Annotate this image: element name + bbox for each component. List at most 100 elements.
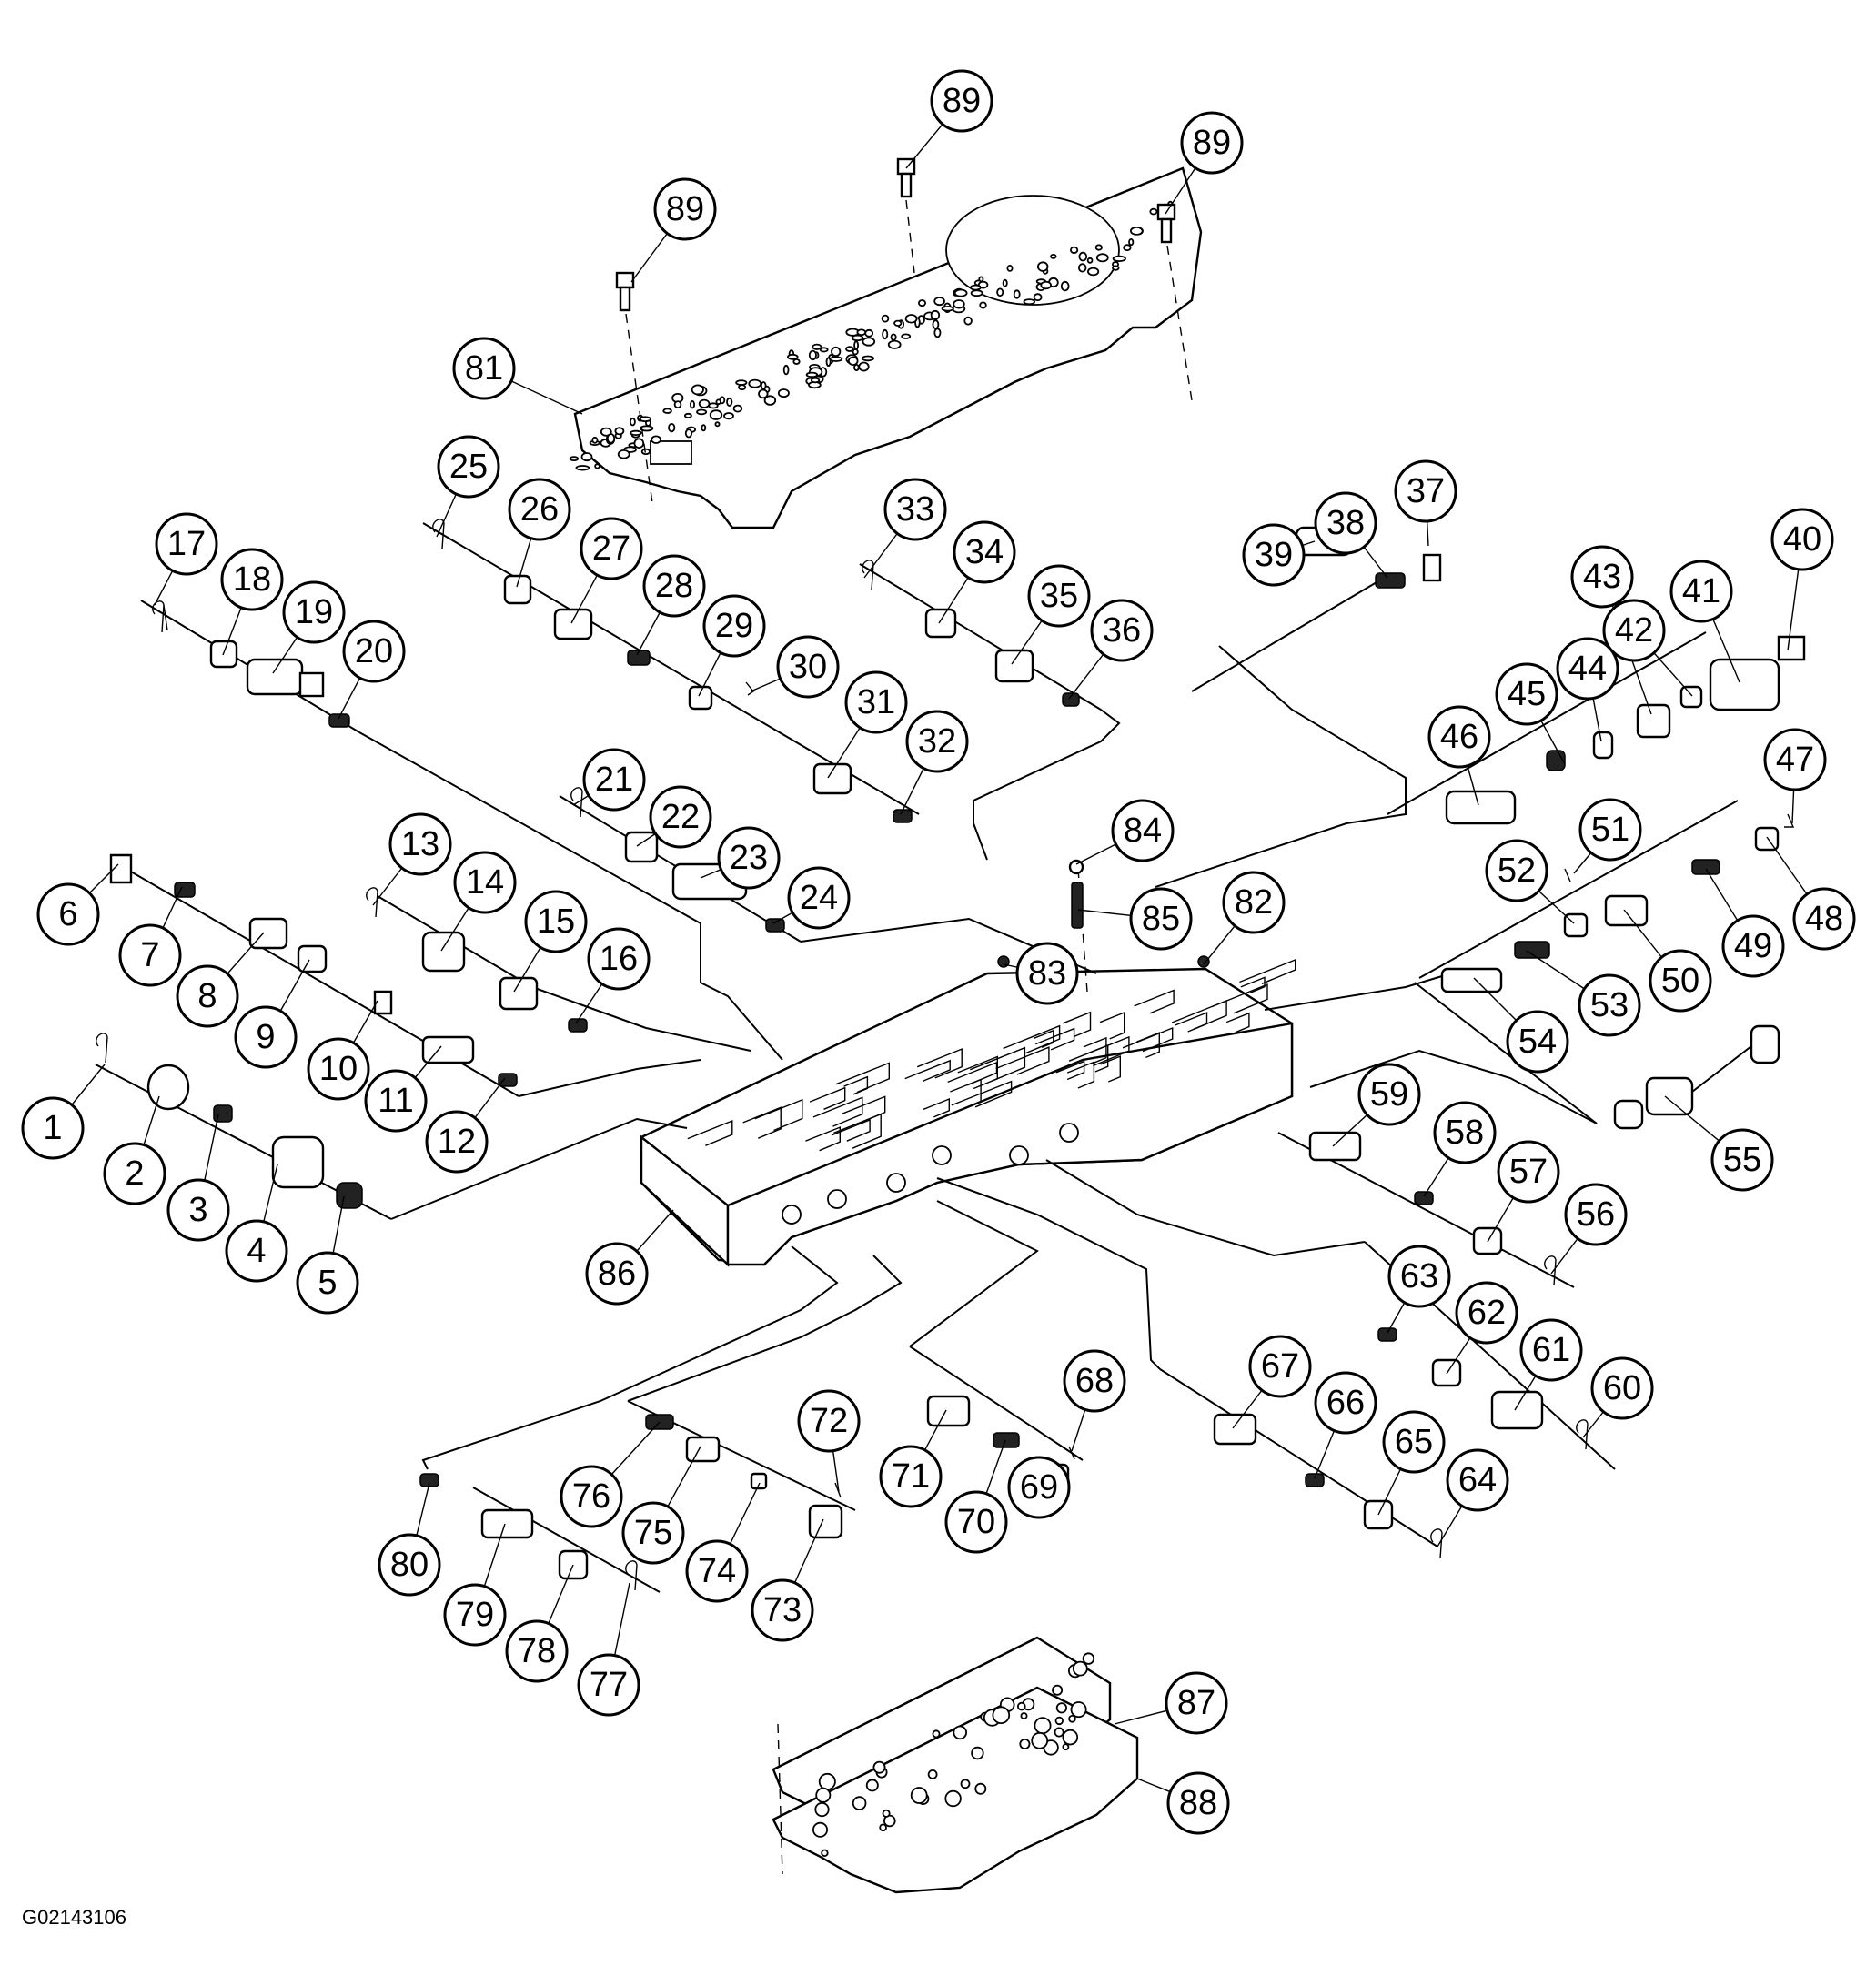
callout-62: 62	[1455, 1281, 1518, 1345]
plate-hole	[701, 424, 707, 432]
plate-hole	[1040, 280, 1052, 290]
body-channel	[1134, 989, 1175, 1014]
plate-hole	[696, 408, 708, 416]
plate-hole	[1078, 251, 1088, 262]
callout-circle	[787, 866, 851, 930]
bolt-middle	[896, 157, 916, 274]
callout-9: 9	[234, 1005, 298, 1069]
callout-circle	[524, 890, 588, 953]
callout-circle	[1590, 1356, 1654, 1420]
callout-label: 43	[1583, 558, 1621, 596]
callout-label: 88	[1179, 1784, 1217, 1822]
plate-hole	[591, 436, 599, 444]
callout-23: 23	[717, 826, 781, 890]
callout-6: 6	[36, 882, 100, 946]
plate-hole	[815, 1787, 832, 1803]
callout-label: 60	[1603, 1369, 1641, 1407]
plate-hole	[1006, 264, 1014, 272]
callout-64: 64	[1446, 1448, 1509, 1512]
callout-circle	[36, 882, 100, 946]
callout-label: 56	[1577, 1195, 1615, 1234]
body-channel	[916, 1048, 963, 1079]
callout-label: 45	[1508, 675, 1546, 713]
plate-hole	[673, 400, 682, 409]
plate-hole	[953, 288, 968, 297]
callout-label: 27	[592, 529, 630, 568]
callout-circle	[751, 1578, 814, 1642]
body-channel	[833, 1113, 882, 1149]
callout-circle	[1027, 564, 1091, 628]
plate-hole	[930, 309, 941, 320]
callout-78: 78	[505, 1619, 569, 1683]
plate-hole	[963, 316, 973, 326]
plate-hole	[918, 299, 927, 307]
callout-circle	[155, 512, 218, 576]
callout-label: 24	[800, 879, 838, 917]
callout-15: 15	[524, 890, 588, 953]
callout-52: 52	[1485, 839, 1548, 902]
plate-hole	[851, 334, 864, 342]
callout-circle	[234, 1005, 298, 1069]
callout-circle	[1166, 1771, 1230, 1835]
callout-25: 25	[437, 435, 500, 499]
plate-hole	[709, 409, 723, 420]
callout-80: 80	[378, 1533, 441, 1597]
callout-57: 57	[1497, 1140, 1560, 1204]
body-channel	[1122, 1026, 1174, 1053]
callout-circle	[296, 1251, 359, 1315]
callout-35: 35	[1027, 564, 1091, 628]
callout-59: 59	[1357, 1063, 1421, 1126]
plate-hole	[1128, 237, 1135, 247]
callout-label: 37	[1407, 472, 1445, 510]
body-channel	[951, 1080, 1013, 1108]
callout-circle	[1357, 1063, 1421, 1126]
plate-hole	[805, 371, 819, 378]
callout-label: 65	[1395, 1423, 1433, 1461]
callout-circle	[1090, 599, 1154, 662]
callout-circle	[118, 923, 182, 987]
callout-circle	[1506, 1010, 1569, 1074]
plate-hole	[970, 284, 982, 291]
callout-label: 39	[1255, 536, 1293, 574]
callout-label: 40	[1783, 520, 1821, 559]
plate-hole	[979, 301, 987, 309]
callout-circle	[1242, 523, 1306, 587]
plate-hole	[941, 306, 954, 312]
callout-circle	[930, 69, 993, 133]
callout-circle	[378, 1533, 441, 1597]
plate-hole	[1112, 255, 1126, 262]
callout-circle	[1222, 871, 1286, 934]
callout-label: 11	[378, 1082, 413, 1120]
plate-hole	[698, 398, 711, 408]
plate-hole	[786, 353, 799, 360]
plate-hole	[882, 1809, 891, 1818]
callout-label: 4	[247, 1232, 266, 1270]
callout-label: 78	[518, 1632, 556, 1670]
plate-hole	[683, 412, 692, 418]
plate-hole	[974, 1782, 987, 1795]
callout-label: 3	[188, 1191, 207, 1229]
callout-circle	[1165, 1671, 1228, 1735]
callout-circle	[1248, 1335, 1312, 1398]
callout-label: 58	[1446, 1114, 1484, 1152]
body-channel	[1100, 1055, 1121, 1083]
plate-hole	[617, 449, 630, 459]
plate-hole	[953, 1725, 967, 1740]
plate-hole	[1062, 1743, 1070, 1751]
callout-26: 26	[508, 478, 571, 541]
plate-hole	[996, 287, 1004, 297]
plate-hole	[810, 377, 821, 384]
callout-label: 54	[1518, 1023, 1557, 1061]
callout-circle	[883, 478, 947, 541]
plate-hole	[569, 456, 580, 462]
callout-circle	[560, 1465, 623, 1528]
plate-hole	[738, 384, 747, 391]
body-channel	[831, 1118, 871, 1142]
plate-hole	[845, 346, 854, 352]
callout-circle	[1314, 1371, 1377, 1435]
plate-hole	[890, 333, 897, 341]
callout-24: 24	[787, 866, 851, 930]
body-channel	[1099, 1011, 1125, 1040]
plate-hole	[1023, 298, 1036, 306]
callout-75: 75	[621, 1501, 685, 1565]
